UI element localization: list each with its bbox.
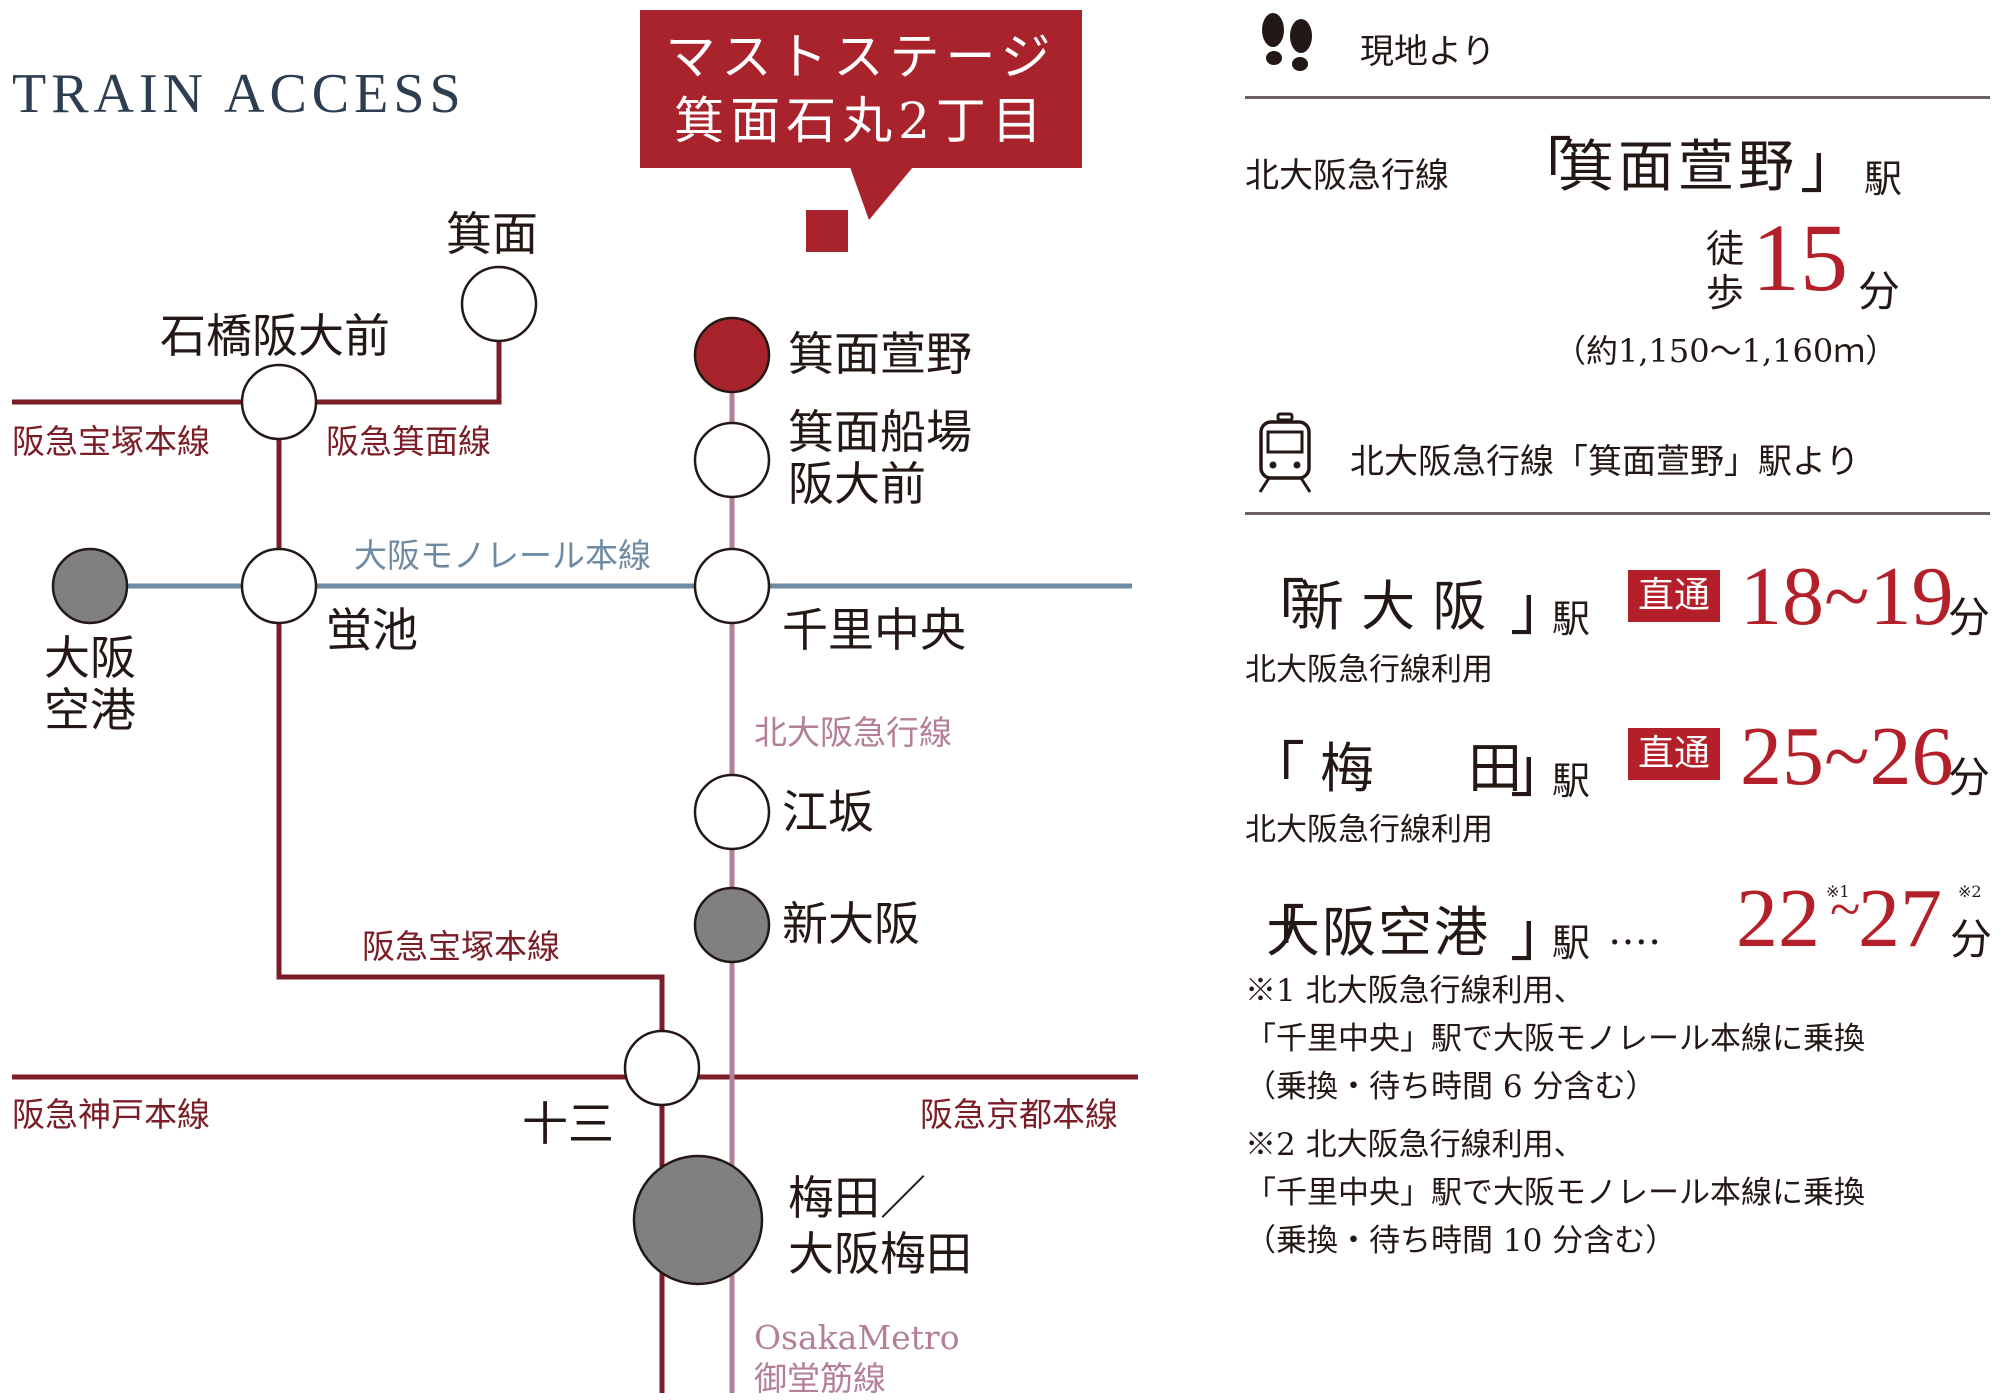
minoh-line — [279, 334, 502, 405]
station-itami-airport — [51, 547, 129, 625]
note2-line1: ※2 北大阪急行線利用、 — [1245, 1127, 1585, 1163]
walk-bracket-open: 「 — [1512, 132, 1572, 202]
route1-note: 北大阪急行線利用 — [1245, 652, 1493, 688]
route3-station: 大阪空港 — [1266, 901, 1490, 964]
route2-time: 25~26 — [1740, 710, 1954, 803]
label-shin-osaka: 新大阪 — [782, 897, 920, 951]
label-itami-airport-1: 大阪 — [44, 631, 136, 685]
station-minoh — [460, 265, 538, 343]
line-label-kyoto: 阪急京都本線 — [920, 1095, 1118, 1134]
label-umeda-2: 大阪梅田 — [788, 1227, 972, 1281]
route3-unit: 分 — [1950, 915, 1993, 964]
route3-bracket-close: 」 — [1510, 900, 1570, 970]
route1-eki: 駅 — [1552, 597, 1591, 641]
station-senri-chuo — [693, 547, 771, 625]
line-label-kitakyu: 北大阪急行線 — [754, 713, 952, 752]
route1-bracket-open: 「 — [1245, 574, 1305, 644]
line-label-metro-1: OsakaMetro — [754, 1318, 960, 1357]
route3-dots: ‥‥ — [1608, 908, 1662, 954]
note1-line3: （乗換・待ち時間 6 分含む） — [1245, 1069, 1657, 1105]
route3-time1: 22 — [1736, 872, 1820, 965]
walk-distance: （約1,150～1,160ｍ） — [1554, 332, 1898, 370]
route2-bracket-open: 「 — [1245, 736, 1305, 806]
route3-time2: 27 — [1858, 872, 1942, 965]
property-name-line1: マストステージ — [665, 28, 1057, 86]
walk-eki: 駅 — [1864, 157, 1903, 201]
route2-station: 梅 田 — [1320, 737, 1542, 800]
route1-badge: 直通 — [1628, 570, 1721, 622]
line-label-takarazuka-top: 阪急宝塚本線 — [12, 422, 210, 461]
walk-bracket-close: 」 — [1800, 132, 1860, 202]
note2-line3: （乗換・待ち時間 10 分含む） — [1245, 1223, 1677, 1259]
note2-line2: 「千里中央」駅で大阪モノレール本線に乗換 — [1245, 1175, 1865, 1211]
walk-heading: 現地より — [1360, 32, 1496, 72]
label-esaka: 江坂 — [782, 785, 874, 839]
label-itami-airport-2: 空港 — [44, 683, 136, 737]
walk-station: 箕面萱野 — [1558, 135, 1798, 200]
property-marker — [806, 210, 848, 252]
station-umeda — [632, 1154, 764, 1286]
route2-note: 北大阪急行線利用 — [1245, 812, 1493, 848]
route-map — [12, 167, 1138, 1393]
route3-mark2: ※2 — [1958, 882, 1982, 901]
footprints-icon — [1262, 13, 1312, 71]
page-title: TRAIN ACCESS — [12, 63, 466, 125]
note1-line1: ※1 北大阪急行線利用、 — [1245, 973, 1585, 1009]
property-callout: マストステージ 箕面石丸2丁目 — [640, 10, 1082, 168]
train-icon — [1258, 412, 1312, 493]
label-minoh: 箕面 — [446, 207, 538, 261]
label-hotarugaike: 蛍池 — [326, 603, 418, 657]
train-heading: 北大阪急行線「箕面萱野」駅より — [1350, 442, 1860, 482]
divider-1 — [1245, 96, 1990, 99]
route2-badge: 直通 — [1628, 728, 1721, 780]
walk-toho-2: 歩 — [1706, 271, 1745, 315]
station-minoh-semba — [693, 421, 771, 499]
station-shin-osaka — [693, 886, 771, 964]
route3-bracket-open: 「 — [1245, 900, 1305, 970]
station-minoh-kayano — [693, 316, 771, 394]
label-minoh-semba-2: 阪大前 — [788, 457, 926, 511]
label-minoh-kayano: 箕面萱野 — [788, 327, 972, 381]
line-label-minoh: 阪急箕面線 — [326, 422, 491, 461]
line-label-takarazuka-south: 阪急宝塚本線 — [362, 927, 560, 966]
route2-unit: 分 — [1948, 753, 1991, 802]
route1-time: 18~19 — [1740, 550, 1954, 643]
station-ishibashi — [240, 363, 318, 441]
divider-2 — [1245, 512, 1990, 515]
walk-toho-1: 徒 — [1706, 227, 1745, 271]
line-label-monorail: 大阪モノレール本線 — [354, 536, 651, 575]
line-label-kobe: 阪急神戸本線 — [12, 1095, 210, 1134]
route2-bracket-close: 」 — [1510, 736, 1570, 806]
station-esaka — [693, 773, 771, 851]
callout-pointer — [850, 167, 913, 220]
label-ishibashi: 石橋阪大前 — [160, 309, 390, 363]
route3-eki: 駅 — [1552, 921, 1591, 965]
note1-line2: 「千里中央」駅で大阪モノレール本線に乗換 — [1245, 1021, 1865, 1057]
route3-mark1: ※1 — [1826, 882, 1850, 901]
label-minoh-semba-1: 箕面船場 — [788, 405, 972, 459]
line-label-metro-2: 御堂筋線 — [754, 1359, 886, 1398]
station-hotarugaike — [240, 547, 318, 625]
label-senri-chuo: 千里中央 — [782, 603, 966, 657]
route3-tilde: ~ — [1830, 879, 1861, 941]
property-name-line2: 箕面石丸2丁目 — [674, 92, 1048, 150]
station-juso — [623, 1029, 701, 1107]
label-umeda-1: 梅田／ — [788, 1171, 926, 1225]
route2-eki: 駅 — [1552, 759, 1591, 803]
walk-minutes: 15 — [1752, 204, 1848, 311]
route1-station: 新 大 阪 — [1290, 575, 1487, 638]
route1-unit: 分 — [1948, 593, 1991, 642]
walk-line-name: 北大阪急行線 — [1245, 156, 1449, 196]
walk-unit: 分 — [1858, 267, 1901, 316]
label-juso: 十三 — [522, 1097, 614, 1151]
route1-bracket-close: 」 — [1510, 574, 1570, 644]
